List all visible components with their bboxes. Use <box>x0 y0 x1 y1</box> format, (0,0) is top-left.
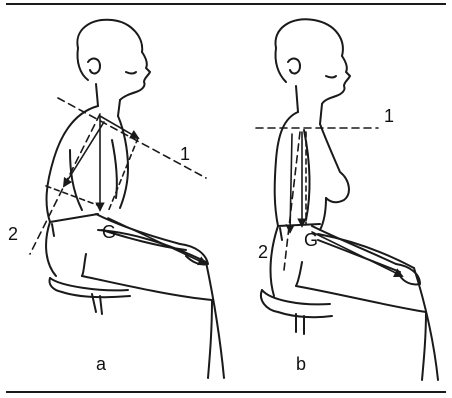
panel-b-label-1: 1 <box>384 106 394 126</box>
panel-b-caption: b <box>296 354 306 374</box>
panel-b-center-label: G <box>304 230 318 250</box>
panel-a-center-label: G <box>102 222 116 242</box>
panel-a-caption: a <box>96 354 107 374</box>
panel-a-label-1: 1 <box>180 144 190 164</box>
panel-a-arrow-thigh <box>108 218 206 264</box>
panel-a-figure <box>46 20 224 378</box>
panel-b: 1 2 G b <box>256 19 438 380</box>
panel-a-dashed-horiz <box>46 186 100 206</box>
panel-b-stool <box>261 290 332 334</box>
panel-a-label-2: 2 <box>8 224 18 244</box>
panel-b-arrow-down-2 <box>290 134 292 232</box>
panel-a: 1 2 G a <box>8 20 224 378</box>
panel-b-arrow-thigh <box>312 232 402 276</box>
panel-b-label-2: 2 <box>258 242 268 262</box>
panel-a-line-1 <box>58 98 206 178</box>
